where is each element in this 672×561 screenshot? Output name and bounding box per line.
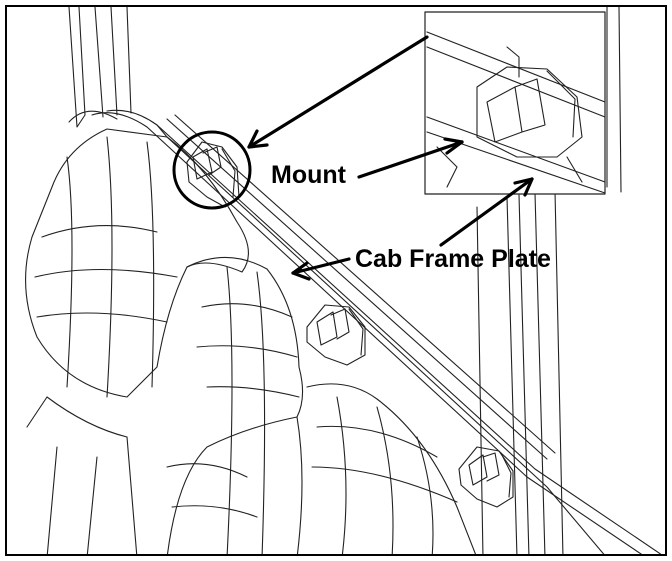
mount-bracket-top	[186, 141, 240, 208]
lower-seat	[296, 383, 477, 554]
line-drawing	[25, 7, 662, 554]
upper-seat	[25, 128, 249, 554]
arrow-cab-plate-rail	[291, 257, 351, 275]
middle-seat	[166, 256, 304, 554]
cab-pillar	[68, 7, 132, 128]
arrow-mount-label	[357, 140, 464, 179]
arrows	[247, 35, 534, 281]
mount-bracket-middle	[306, 304, 366, 366]
cab-frame-rail	[91, 109, 662, 554]
diagram-frame: Mount Cab Frame Plate	[5, 5, 667, 556]
window-frame	[476, 7, 622, 554]
cab-frame-plate-label: Cab Frame Plate	[355, 245, 551, 273]
mount-bracket-bottom	[458, 446, 514, 508]
inset-detail	[424, 11, 606, 195]
arrow-inset-to-mount	[247, 35, 429, 149]
mount-label: Mount	[271, 161, 346, 189]
arrow-cab-plate-inset	[439, 177, 534, 247]
mount-highlight-circle	[172, 130, 252, 210]
